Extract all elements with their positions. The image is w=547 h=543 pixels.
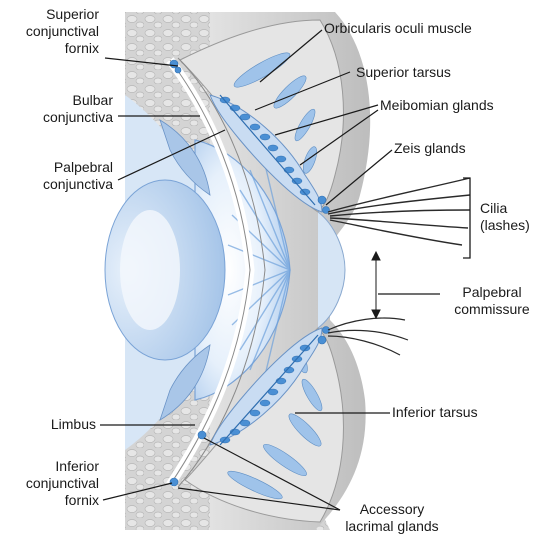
lens-highlight [120,210,180,330]
label-orbicularis-oculi-muscle: Orbicularis oculi muscle [324,20,472,37]
label-palpebral-commissure: Palpebral commissure [442,284,542,318]
label-palpebral-conjunctiva: Palpebral conjunctiva [0,159,113,193]
label-inferior-tarsus: Inferior tarsus [392,404,478,421]
cilia-bracket [463,178,470,258]
label-accessory-lacrimal-glands: Accessory lacrimal glands [332,501,452,535]
label-bulbar-conjunctiva: Bulbar conjunctiva [0,92,113,126]
label-superior-conjunctival-fornix: Superior conjunctival fornix [0,6,99,57]
label-zeis-glands: Zeis glands [394,140,466,157]
label-limbus: Limbus [0,416,96,433]
label-inferior-conjunctival-fornix: Inferior conjunctival fornix [0,458,99,509]
commissure-arrow [372,252,380,318]
label-cilia: Cilia (lashes) [480,200,530,234]
label-meibomian-glands: Meibomian glands [380,97,494,114]
label-superior-tarsus: Superior tarsus [356,64,451,81]
